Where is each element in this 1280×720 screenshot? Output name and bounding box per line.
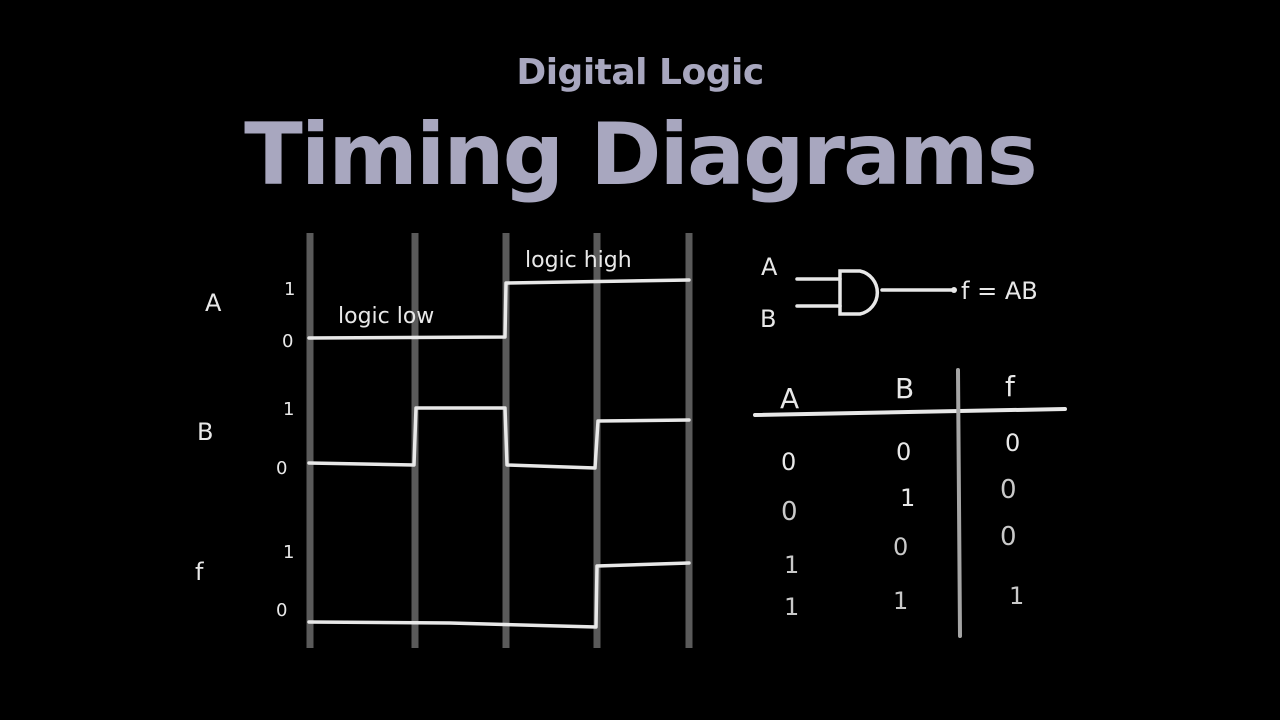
- svg-text:1: 1: [784, 551, 799, 579]
- table-row: 0 1 0: [781, 475, 1017, 527]
- annotation-logic-low: logic low: [338, 304, 434, 329]
- subtitle: Digital Logic: [516, 52, 764, 93]
- svg-text:1: 1: [1009, 582, 1024, 610]
- svg-text:1: 1: [893, 587, 908, 615]
- svg-text:0: 0: [1000, 475, 1017, 505]
- gate-input-b: B: [760, 305, 776, 333]
- svg-text:0: 0: [781, 497, 798, 527]
- level-label: 0: [282, 331, 293, 352]
- signal-label-a: A: [205, 289, 222, 317]
- level-label: 0: [276, 600, 287, 621]
- svg-text:1: 1: [784, 593, 799, 621]
- and-gate-icon: [838, 269, 880, 316]
- and-gate-diagram: A B f = AB: [760, 253, 1038, 333]
- waveform-f: [307, 561, 691, 629]
- page-title: Timing Diagrams: [244, 105, 1038, 205]
- level-label: 1: [283, 399, 294, 420]
- signal-label-f: f: [195, 558, 204, 586]
- level-label: 1: [283, 542, 294, 563]
- svg-text:0: 0: [1005, 429, 1020, 457]
- svg-text:0: 0: [893, 533, 908, 561]
- svg-text:0: 0: [1000, 522, 1017, 552]
- waveform-b: [307, 406, 691, 470]
- table-row: 0 0 0: [781, 429, 1020, 476]
- truth-table: A B f 0 0 0 0 1 0 1 0 0 1 1 1: [753, 368, 1067, 638]
- waveform-a: [307, 278, 691, 340]
- table-header: f: [1005, 370, 1016, 403]
- annotation-logic-high: logic high: [525, 248, 632, 273]
- time-dividers: [306, 233, 693, 648]
- table-row: 1 1 1: [784, 582, 1024, 621]
- table-output-divider: [956, 368, 962, 638]
- level-label: 0: [276, 458, 287, 479]
- table-header: B: [895, 372, 914, 405]
- level-label: 1: [284, 279, 295, 300]
- gate-input-a: A: [761, 253, 778, 281]
- signal-label-b: B: [197, 418, 213, 446]
- svg-text:0: 0: [781, 448, 796, 476]
- table-row: 1 0 0: [784, 522, 1017, 579]
- table-header: A: [780, 382, 799, 415]
- gate-output-expression: f = AB: [961, 277, 1038, 305]
- svg-text:0: 0: [896, 438, 911, 466]
- table-header-rule: [753, 407, 1067, 417]
- svg-text:1: 1: [900, 484, 915, 512]
